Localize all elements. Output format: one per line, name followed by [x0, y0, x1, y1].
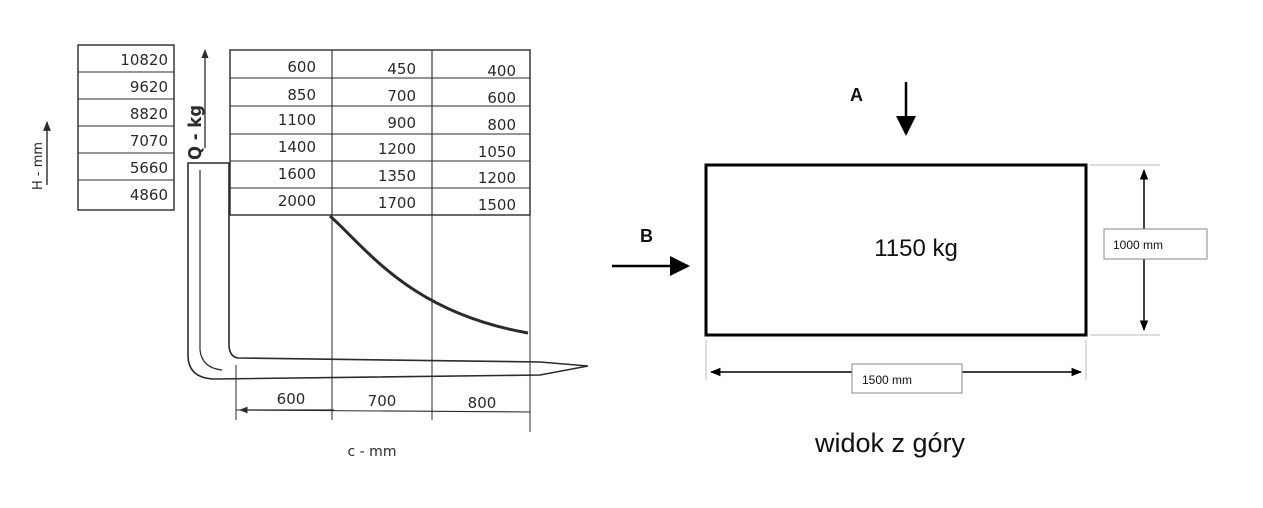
load-capacity-table: 600 450 400 850 700 600 1100 900 800 140… — [229, 49, 531, 216]
load-cell: 1050 — [478, 143, 516, 161]
load-cell: 700 — [387, 87, 416, 105]
height-cell: 10820 — [120, 51, 168, 69]
load-cell: 600 — [487, 89, 516, 107]
width-dimension-box — [851, 363, 963, 394]
load-cell: 600 — [287, 58, 316, 76]
arrow-b: B — [612, 226, 690, 276]
c-value-cell: 800 — [468, 394, 497, 412]
arrow-a: A — [850, 82, 916, 136]
q-axis-label: Q - kg — [185, 105, 206, 160]
height-cell: 9620 — [130, 78, 168, 96]
load-cell: 1100 — [278, 111, 316, 129]
arrow-a-label: A — [850, 85, 863, 105]
load-cell: 400 — [487, 62, 516, 80]
forklift-load-chart: H - mm 10820 9620 8820 7070 5660 4860 Q … — [31, 44, 589, 460]
load-curve — [328, 214, 529, 335]
load-cell: 900 — [387, 114, 416, 132]
c-value-cell: 700 — [368, 392, 397, 410]
c-dimension-row: 600 700 800 c - mm — [235, 390, 531, 460]
height-cell: 4860 — [130, 186, 168, 204]
load-rectangle — [704, 163, 1088, 337]
load-cell: 1700 — [378, 194, 416, 212]
height-dimension-label: 1000 mm — [1113, 238, 1163, 252]
arrow-b-label: B — [640, 226, 653, 246]
load-cell: 850 — [287, 86, 316, 104]
q-axis-indicator: Q - kg — [185, 49, 209, 160]
width-dimension: 1500 mm — [709, 363, 1083, 394]
width-dimension-label: 1500 mm — [862, 373, 912, 387]
h-axis-label: H - mm — [31, 142, 46, 190]
top-view-caption: widok z góry — [814, 428, 966, 458]
height-cell: 5660 — [130, 159, 168, 177]
load-cell: 1200 — [378, 140, 416, 158]
height-cell: 8820 — [130, 105, 168, 123]
height-dimension-box — [1103, 228, 1208, 260]
load-cell: 2000 — [278, 192, 316, 210]
load-cell: 800 — [487, 116, 516, 134]
heights-table: 10820 9620 8820 7070 5660 4860 — [77, 44, 175, 211]
load-cell: 450 — [387, 60, 416, 78]
load-cell: 1400 — [278, 138, 316, 156]
chart-grid — [235, 215, 531, 432]
height-dimension: 1000 mm — [1103, 168, 1208, 332]
c-axis-label: c - mm — [348, 444, 397, 460]
c-value-cell: 600 — [277, 390, 306, 408]
height-cell: 7070 — [130, 132, 168, 150]
h-axis-indicator: H - mm — [31, 121, 51, 190]
mass-label: 1150 kg — [874, 235, 958, 262]
load-cell: 1500 — [478, 196, 516, 214]
fork-outline — [187, 162, 589, 380]
top-view-diagram: A B 1150 kg 1000 mm 1500 mm widok z — [612, 82, 1208, 458]
load-cell: 1600 — [278, 165, 316, 183]
load-cell: 1200 — [478, 169, 516, 187]
load-cell: 1350 — [378, 167, 416, 185]
